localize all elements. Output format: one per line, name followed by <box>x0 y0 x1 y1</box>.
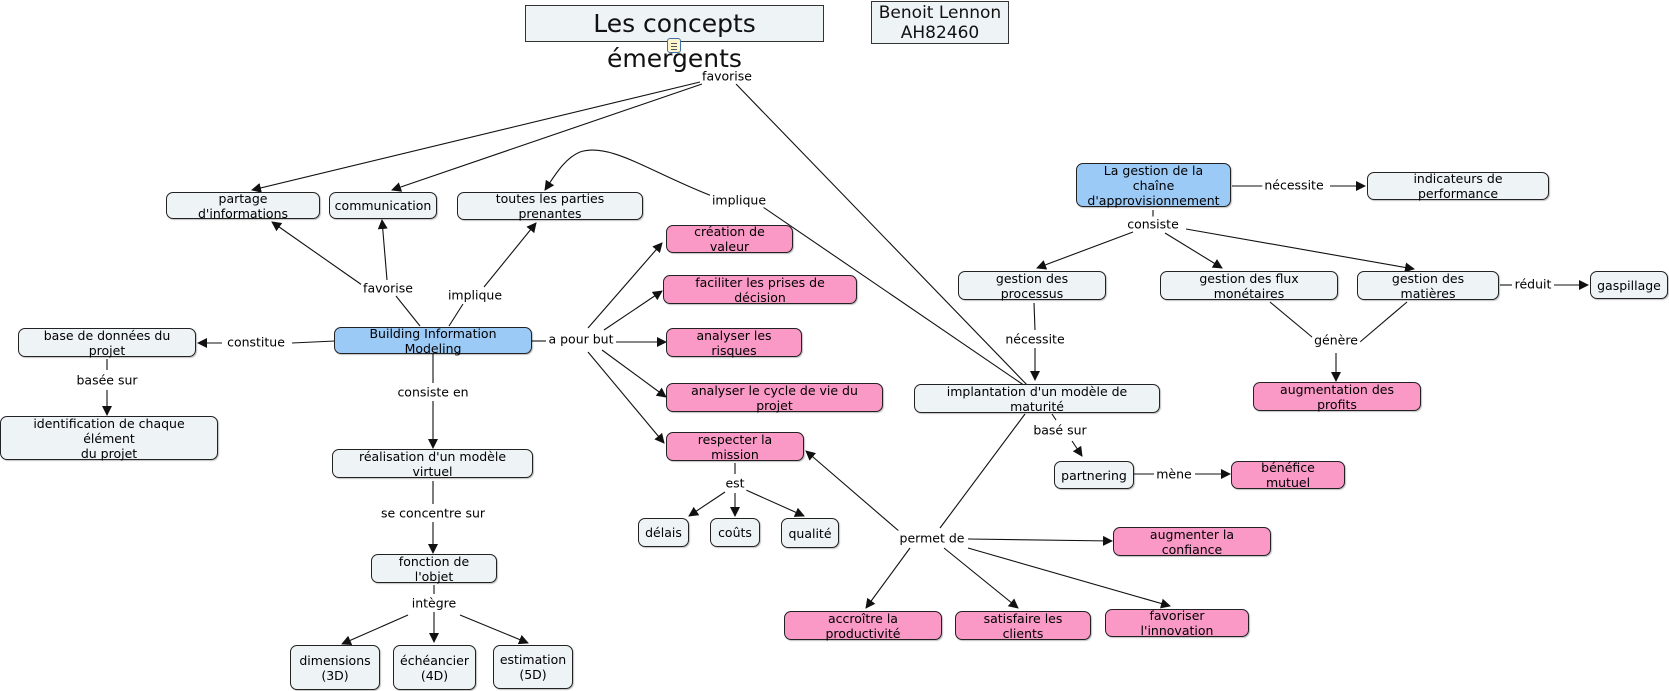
concept-label: création de valeur <box>694 224 765 254</box>
concept-label: réalisation d'un modèle virtuel <box>358 448 507 479</box>
concept-label: gestion des flux monétaires <box>1199 270 1299 301</box>
node-building-information-modeling[interactable]: Building Information Modeling <box>334 325 532 356</box>
node-respecter-mission[interactable]: respecter la mission <box>666 431 804 462</box>
link-label-mene: mène <box>1154 466 1194 482</box>
node-favoriser-innovation[interactable]: favoriser l'innovation <box>1105 608 1249 638</box>
node-analyser-cycle-vie[interactable]: analyser le cycle de vie du projet <box>666 382 883 413</box>
node-couts[interactable]: coûts <box>710 518 760 547</box>
link-label-favorise: favorise <box>700 68 754 84</box>
concept-label: fonction de l'objet <box>398 553 470 584</box>
concept-label: estimation (5D) <box>499 652 567 682</box>
node-creation-valeur[interactable]: création de valeur <box>666 224 793 254</box>
node-dimensions-3d[interactable]: dimensions (3D) <box>290 645 380 690</box>
concept-label: communication <box>334 198 432 213</box>
node-fonction-objet[interactable]: fonction de l'objet <box>371 553 497 584</box>
node-gaspillage[interactable]: gaspillage <box>1590 271 1668 299</box>
link-label-necessite-indicateurs: nécessite <box>1262 177 1326 193</box>
node-benefice-mutuel[interactable]: bénéfice mutuel <box>1231 460 1345 490</box>
concept-label: échéancier (4D) <box>400 652 469 683</box>
concept-label: favoriser l'innovation <box>1140 608 1214 638</box>
concept-label: gestion des matières <box>1391 270 1465 301</box>
link-label-reduit: réduit <box>1512 276 1554 292</box>
concept-label: Building Information Modeling <box>369 325 497 356</box>
concept-label: délais <box>645 525 682 540</box>
link-label-necessite-implantation: nécessite <box>1003 331 1067 347</box>
link-label-permet-de: permet de <box>897 530 967 546</box>
map-title-text: Les concepts émergents <box>593 9 756 73</box>
concept-label: toutes les parties prenantes <box>495 191 605 221</box>
node-delais[interactable]: délais <box>638 518 689 547</box>
node-implantation-modele-maturite[interactable]: implantation d'un modèle de maturité <box>914 383 1160 414</box>
concept-label: dimensions (3D) <box>299 652 371 683</box>
concept-label: gaspillage <box>1597 277 1661 293</box>
node-gestion-matieres[interactable]: gestion des matières <box>1357 270 1499 301</box>
concept-label: partnering <box>1061 467 1127 483</box>
link-label-implique-bim: implique <box>445 287 505 303</box>
node-gestion-chaine-approvisionnement[interactable]: La gestion de la chaîne d'approvisionnem… <box>1076 162 1231 208</box>
node-qualite[interactable]: qualité <box>781 518 839 548</box>
concept-label: respecter la mission <box>697 431 773 462</box>
concept-label: analyser le cycle de vie du projet <box>691 382 858 413</box>
concept-label: gestion des processus <box>995 270 1069 301</box>
concept-label: satisfaire les clients <box>983 610 1063 641</box>
node-estimation-5d[interactable]: estimation (5D) <box>493 645 573 689</box>
node-base-donnees-projet[interactable]: base de données du projet <box>18 327 196 358</box>
link-label-a-pour-but: a pour but <box>546 331 616 347</box>
link-label-basee-sur: basée sur <box>74 372 140 388</box>
node-partage-informations[interactable]: partage d'informations <box>166 190 320 221</box>
link-label-favorise-bim: favorise <box>361 280 415 296</box>
link-label-se-concentre-sur: se concentre sur <box>378 505 488 521</box>
link-label-genere: génère <box>1312 332 1360 348</box>
document-icon[interactable] <box>667 38 681 53</box>
concept-label: coûts <box>718 525 752 540</box>
node-identification-element[interactable]: identification de chaque élément du proj… <box>0 415 218 461</box>
node-partnering[interactable]: partnering <box>1054 461 1134 489</box>
link-label-est: est <box>723 475 747 491</box>
node-gestion-processus[interactable]: gestion des processus <box>958 270 1106 301</box>
concept-label: augmentation des profits <box>1280 381 1394 412</box>
link-label-base-sur: basé sur <box>1031 422 1089 438</box>
link-label-integre: intègre <box>409 595 459 611</box>
concept-label: implantation d'un modèle de maturité <box>946 383 1128 414</box>
author-box: Benoit Lennon AH82460 <box>871 1 1009 44</box>
map-title: Les concepts émergents <box>525 5 824 73</box>
node-augmentation-profits[interactable]: augmentation des profits <box>1253 381 1421 412</box>
node-faciliter-decision[interactable]: faciliter les prises de décision <box>663 274 857 305</box>
link-label-constitue: constitue <box>225 334 287 350</box>
node-communication[interactable]: communication <box>329 192 437 219</box>
node-satisfaire-clients[interactable]: satisfaire les clients <box>955 610 1091 641</box>
node-echeancier-4d[interactable]: échéancier (4D) <box>393 645 476 690</box>
author-text: Benoit Lennon AH82460 <box>878 3 1002 43</box>
node-realisation-modele-virtuel[interactable]: réalisation d'un modèle virtuel <box>332 448 533 479</box>
concept-label: qualité <box>788 525 832 541</box>
concept-label: identification de chaque élément du proj… <box>33 415 185 461</box>
concept-label: analyser les risques <box>696 327 772 358</box>
node-analyser-risques[interactable]: analyser les risques <box>666 327 802 358</box>
concept-label: accroître la productivité <box>825 610 901 641</box>
node-indicateurs-performance[interactable]: indicateurs de performance <box>1367 171 1549 201</box>
concept-label: La gestion de la chaîne d'approvisionnem… <box>1087 162 1220 208</box>
concept-label: faciliter les prises de décision <box>695 274 825 305</box>
concept-label: indicateurs de performance <box>1413 171 1503 201</box>
link-label-implique: implique <box>709 192 769 208</box>
concept-label: bénéfice mutuel <box>1261 460 1315 490</box>
node-gestion-flux-monetaires[interactable]: gestion des flux monétaires <box>1160 270 1338 301</box>
node-augmenter-confiance[interactable]: augmenter la confiance <box>1113 526 1271 557</box>
concept-label: augmenter la confiance <box>1149 526 1235 557</box>
node-parties-prenantes[interactable]: toutes les parties prenantes <box>457 191 643 221</box>
concept-label: base de données du projet <box>43 327 171 358</box>
node-accroitre-productivite[interactable]: accroître la productivité <box>784 610 942 641</box>
link-label-consiste: consiste <box>1125 216 1181 232</box>
concept-label: partage d'informations <box>197 190 289 221</box>
link-label-consiste-en: consiste en <box>395 384 471 400</box>
